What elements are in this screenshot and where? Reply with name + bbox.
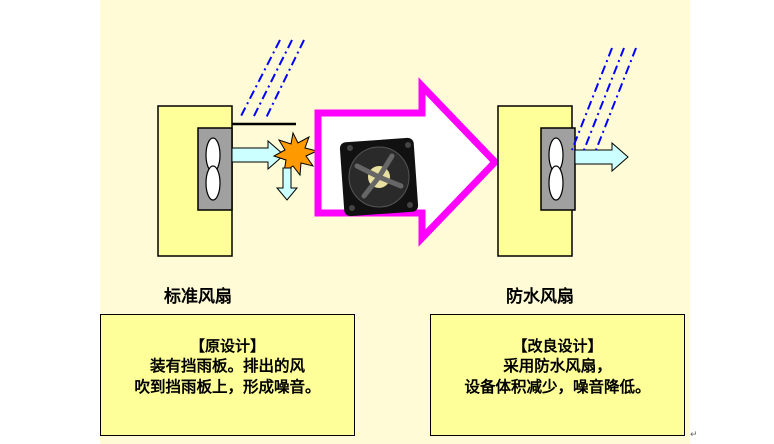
waterproof-fan-illustration: [497, 47, 637, 257]
original-design-title: 【原设计】: [189, 337, 265, 355]
deflected-down-arrow: [275, 167, 299, 201]
paragraph-mark: ↵: [690, 430, 698, 440]
left-fan-blade-bottom: [205, 165, 221, 201]
improved-design-line-1: 采用防水风扇，: [503, 357, 612, 375]
waterproof-fan-caption: 防水风扇: [506, 287, 574, 307]
improved-design-line-2: 设备体积减少，噪音降低。: [464, 378, 651, 396]
standard-fan-illustration: [157, 39, 319, 257]
original-design-line-1: 装有挡雨板。排出的风: [149, 357, 305, 375]
left-airflow-arrow: [231, 139, 285, 171]
original-design-note: 【原设计】 装有挡雨板。排出的风 吹到挡雨板上，形成噪音。: [100, 314, 355, 436]
right-fan-blade-bottom: [548, 165, 564, 201]
improved-design-note: 【改良设计】 采用防水风扇， 设备体积减少，噪音降低。: [430, 314, 685, 436]
right-airflow-arrow: [574, 141, 629, 173]
standard-fan-caption: 标准风扇: [164, 287, 232, 307]
noise-burst: [272, 131, 319, 177]
original-design-line-2: 吹到挡雨板上，形成噪音。: [134, 378, 321, 396]
left-rain-lines: [239, 39, 305, 119]
improved-design-title: 【改良设计】: [512, 337, 603, 355]
waterproof-fan-photo: [339, 137, 419, 217]
